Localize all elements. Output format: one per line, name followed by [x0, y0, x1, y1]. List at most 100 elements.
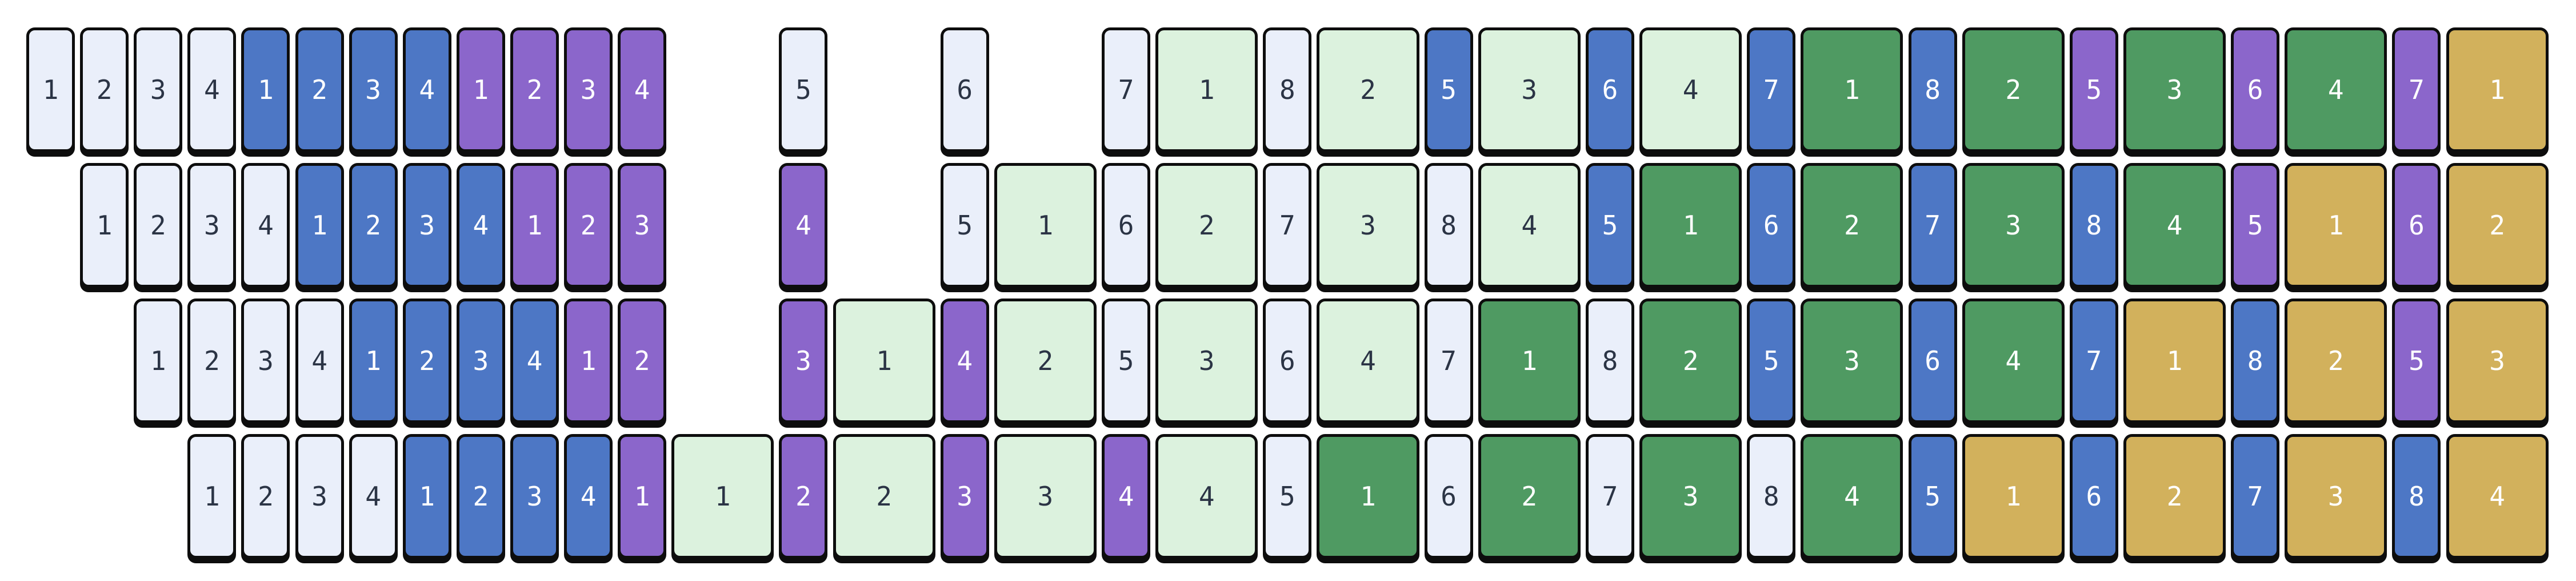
schedule-tile-lavender-5: 5 [1263, 434, 1312, 559]
schedule-tile-blue-2: 2 [295, 27, 344, 152]
schedule-tile-blue-4: 4 [564, 434, 613, 559]
schedule-tile-lavender-3: 3 [295, 434, 344, 559]
schedule-tile-mint-2: 2 [1155, 163, 1258, 288]
schedule-tile-purple-2: 2 [618, 299, 667, 423]
schedule-tile-green-3: 3 [2123, 27, 2226, 152]
schedule-tile-gold-2: 2 [2446, 163, 2549, 288]
schedule-tile-mint-2: 2 [833, 434, 935, 559]
schedule-tile-blue-7: 7 [1908, 163, 1957, 288]
schedule-tile-green-2: 2 [1478, 434, 1581, 559]
schedule-tile-blue-1: 1 [241, 27, 290, 152]
schedule-tile-lavender-6: 6 [940, 27, 989, 152]
schedule-tile-lavender-8: 8 [1263, 27, 1312, 152]
schedule-tile-blue-1: 1 [295, 163, 344, 288]
schedule-tile-green-1: 1 [1478, 299, 1581, 423]
schedule-tile-blue-4: 4 [402, 27, 451, 152]
schedule-tile-purple-1: 1 [564, 299, 613, 423]
schedule-tile-lavender-8: 8 [1424, 163, 1473, 288]
schedule-tile-green-1: 1 [1317, 434, 1419, 559]
schedule-tile-blue-5: 5 [1585, 163, 1634, 288]
schedule-tile-purple-2: 2 [779, 434, 828, 559]
schedule-tile-lavender-2: 2 [187, 299, 237, 423]
schedule-tile-gold-4: 4 [2446, 434, 2549, 559]
schedule-tile-purple-7: 7 [2392, 27, 2441, 152]
schedule-tile-blue-8: 8 [1908, 27, 1957, 152]
schedule-tile-purple-5: 5 [2231, 163, 2280, 288]
schedule-tile-mint-4: 4 [1317, 299, 1419, 423]
schedule-tile-green-2: 2 [1639, 299, 1742, 423]
schedule-tile-green-3: 3 [1639, 434, 1742, 559]
schedule-tile-purple-1: 1 [456, 27, 505, 152]
schedule-tile-purple-2: 2 [564, 163, 613, 288]
schedule-tile-mint-3: 3 [1317, 163, 1419, 288]
schedule-tile-purple-3: 3 [940, 434, 989, 559]
schedule-tile-blue-2: 2 [456, 434, 505, 559]
schedule-tile-lavender-2: 2 [134, 163, 183, 288]
schedule-tile-green-2: 2 [1801, 163, 1903, 288]
schedule-tile-blue-6: 6 [1747, 163, 1796, 288]
schedule-tile-blue-5: 5 [1424, 27, 1473, 152]
schedule-tile-blue-6: 6 [1908, 299, 1957, 423]
schedule-tile-lavender-1: 1 [134, 299, 183, 423]
schedule-tile-purple-4: 4 [779, 163, 828, 288]
schedule-tile-purple-3: 3 [779, 299, 828, 423]
schedule-tile-mint-1: 1 [833, 299, 935, 423]
schedule-tile-lavender-4: 4 [295, 299, 344, 423]
schedule-tile-mint-1: 1 [1155, 27, 1258, 152]
schedule-tile-mint-3: 3 [994, 434, 1097, 559]
schedule-tile-mint-1: 1 [671, 434, 774, 559]
schedule-tile-lavender-3: 3 [134, 27, 183, 152]
schedule-tile-blue-6: 6 [2069, 434, 2118, 559]
schedule-tile-mint-1: 1 [994, 163, 1097, 288]
schedule-tile-mint-4: 4 [1155, 434, 1258, 559]
schedule-tile-green-4: 4 [2123, 163, 2226, 288]
schedule-tile-blue-4: 4 [510, 299, 559, 423]
schedule-tile-purple-6: 6 [2231, 27, 2280, 152]
schedule-tile-lavender-5: 5 [940, 163, 989, 288]
schedule-tile-lavender-6: 6 [1263, 299, 1312, 423]
schedule-tile-purple-3: 3 [564, 27, 613, 152]
schedule-tile-gold-1: 1 [2123, 299, 2226, 423]
schedule-tile-gold-1: 1 [2446, 27, 2549, 152]
schedule-tile-green-2: 2 [1962, 27, 2065, 152]
schedule-tile-lavender-7: 7 [1263, 163, 1312, 288]
schedule-tile-purple-4: 4 [940, 299, 989, 423]
schedule-tile-lavender-2: 2 [80, 27, 129, 152]
schedule-tile-mint-2: 2 [994, 299, 1097, 423]
schedule-tile-lavender-8: 8 [1585, 299, 1634, 423]
schedule-tile-blue-6: 6 [1585, 27, 1634, 152]
schedule-tile-purple-3: 3 [618, 163, 667, 288]
schedule-tile-lavender-7: 7 [1102, 27, 1151, 152]
schedule-tile-purple-1: 1 [510, 163, 559, 288]
schedule-tile-green-3: 3 [1962, 163, 2065, 288]
schedule-tile-blue-3: 3 [456, 299, 505, 423]
schedule-tile-lavender-8: 8 [1747, 434, 1796, 559]
schedule-tile-blue-2: 2 [349, 163, 398, 288]
schedule-tile-purple-2: 2 [510, 27, 559, 152]
schedule-tile-purple-4: 4 [1102, 434, 1151, 559]
schedule-tile-green-4: 4 [1801, 434, 1903, 559]
schedule-tile-lavender-4: 4 [241, 163, 290, 288]
schedule-tile-lavender-1: 1 [187, 434, 237, 559]
schedule-tile-blue-1: 1 [402, 434, 451, 559]
schedule-tile-lavender-3: 3 [187, 163, 237, 288]
schedule-tile-blue-8: 8 [2231, 299, 2280, 423]
schedule-tile-gold-2: 2 [2123, 434, 2226, 559]
schedule-tile-purple-5: 5 [2392, 299, 2441, 423]
schedule-tile-blue-3: 3 [349, 27, 398, 152]
schedule-tile-gold-3: 3 [2285, 434, 2387, 559]
schedule-tile-lavender-4: 4 [187, 27, 237, 152]
schedule-tile-blue-1: 1 [349, 299, 398, 423]
schedule-tile-blue-7: 7 [2069, 299, 2118, 423]
schedule-tile-lavender-7: 7 [1424, 299, 1473, 423]
schedule-tile-blue-8: 8 [2069, 163, 2118, 288]
schedule-tile-purple-1: 1 [618, 434, 667, 559]
schedule-tile-purple-6: 6 [2392, 163, 2441, 288]
schedule-tile-green-3: 3 [1801, 299, 1903, 423]
schedule-tile-blue-3: 3 [510, 434, 559, 559]
schedule-tile-gold-1: 1 [2285, 163, 2387, 288]
schedule-tile-lavender-6: 6 [1102, 163, 1151, 288]
schedule-tile-lavender-4: 4 [349, 434, 398, 559]
schedule-tile-blue-2: 2 [402, 299, 451, 423]
